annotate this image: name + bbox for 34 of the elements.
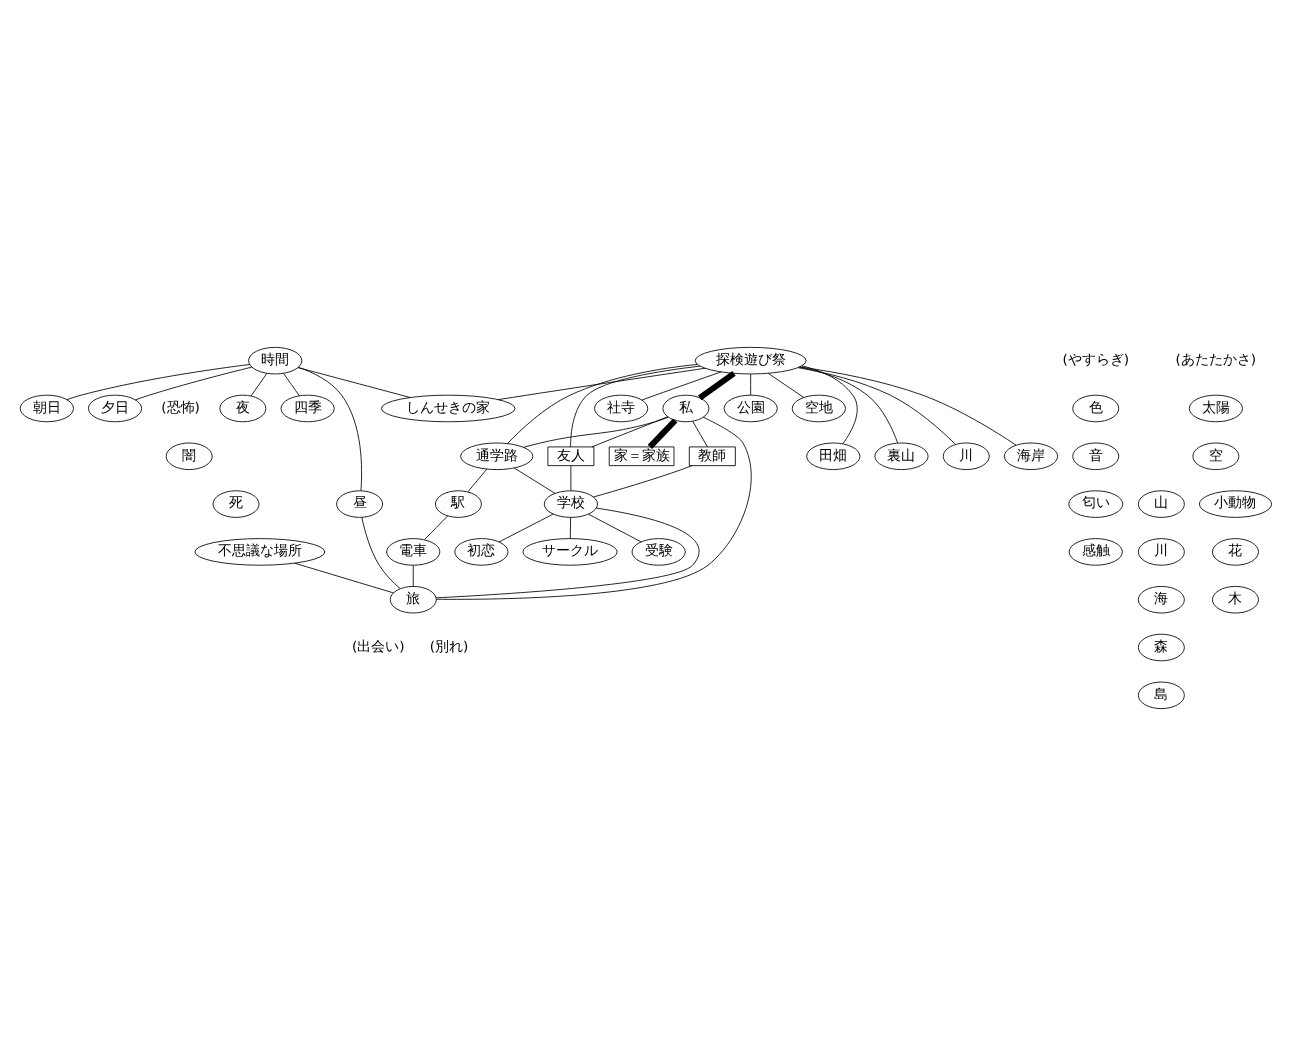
connector xyxy=(767,371,805,397)
connector xyxy=(570,464,572,491)
connector xyxy=(799,365,1017,445)
connector xyxy=(66,363,251,400)
connector xyxy=(592,464,693,497)
connector xyxy=(297,366,411,397)
connector xyxy=(591,415,669,447)
connector xyxy=(799,365,899,443)
connector xyxy=(692,419,708,447)
connector xyxy=(697,369,736,400)
connector xyxy=(435,506,700,598)
connector xyxy=(647,417,678,448)
connector xyxy=(507,363,698,444)
connector xyxy=(641,370,722,400)
connector xyxy=(283,371,300,396)
connector xyxy=(588,512,642,542)
connector xyxy=(412,563,414,586)
connector xyxy=(498,512,554,542)
connector xyxy=(750,372,752,395)
connector xyxy=(467,467,488,492)
connector xyxy=(513,466,556,493)
connector xyxy=(523,415,669,447)
connector xyxy=(436,415,752,599)
connector xyxy=(570,364,701,447)
connector xyxy=(797,366,956,444)
connector xyxy=(497,366,706,400)
connector xyxy=(294,561,394,593)
connector xyxy=(361,516,401,588)
connector xyxy=(569,516,572,538)
connector xyxy=(135,365,253,400)
connector xyxy=(297,365,362,490)
connector xyxy=(424,514,449,539)
connector xyxy=(250,371,268,396)
connector xyxy=(801,364,858,444)
